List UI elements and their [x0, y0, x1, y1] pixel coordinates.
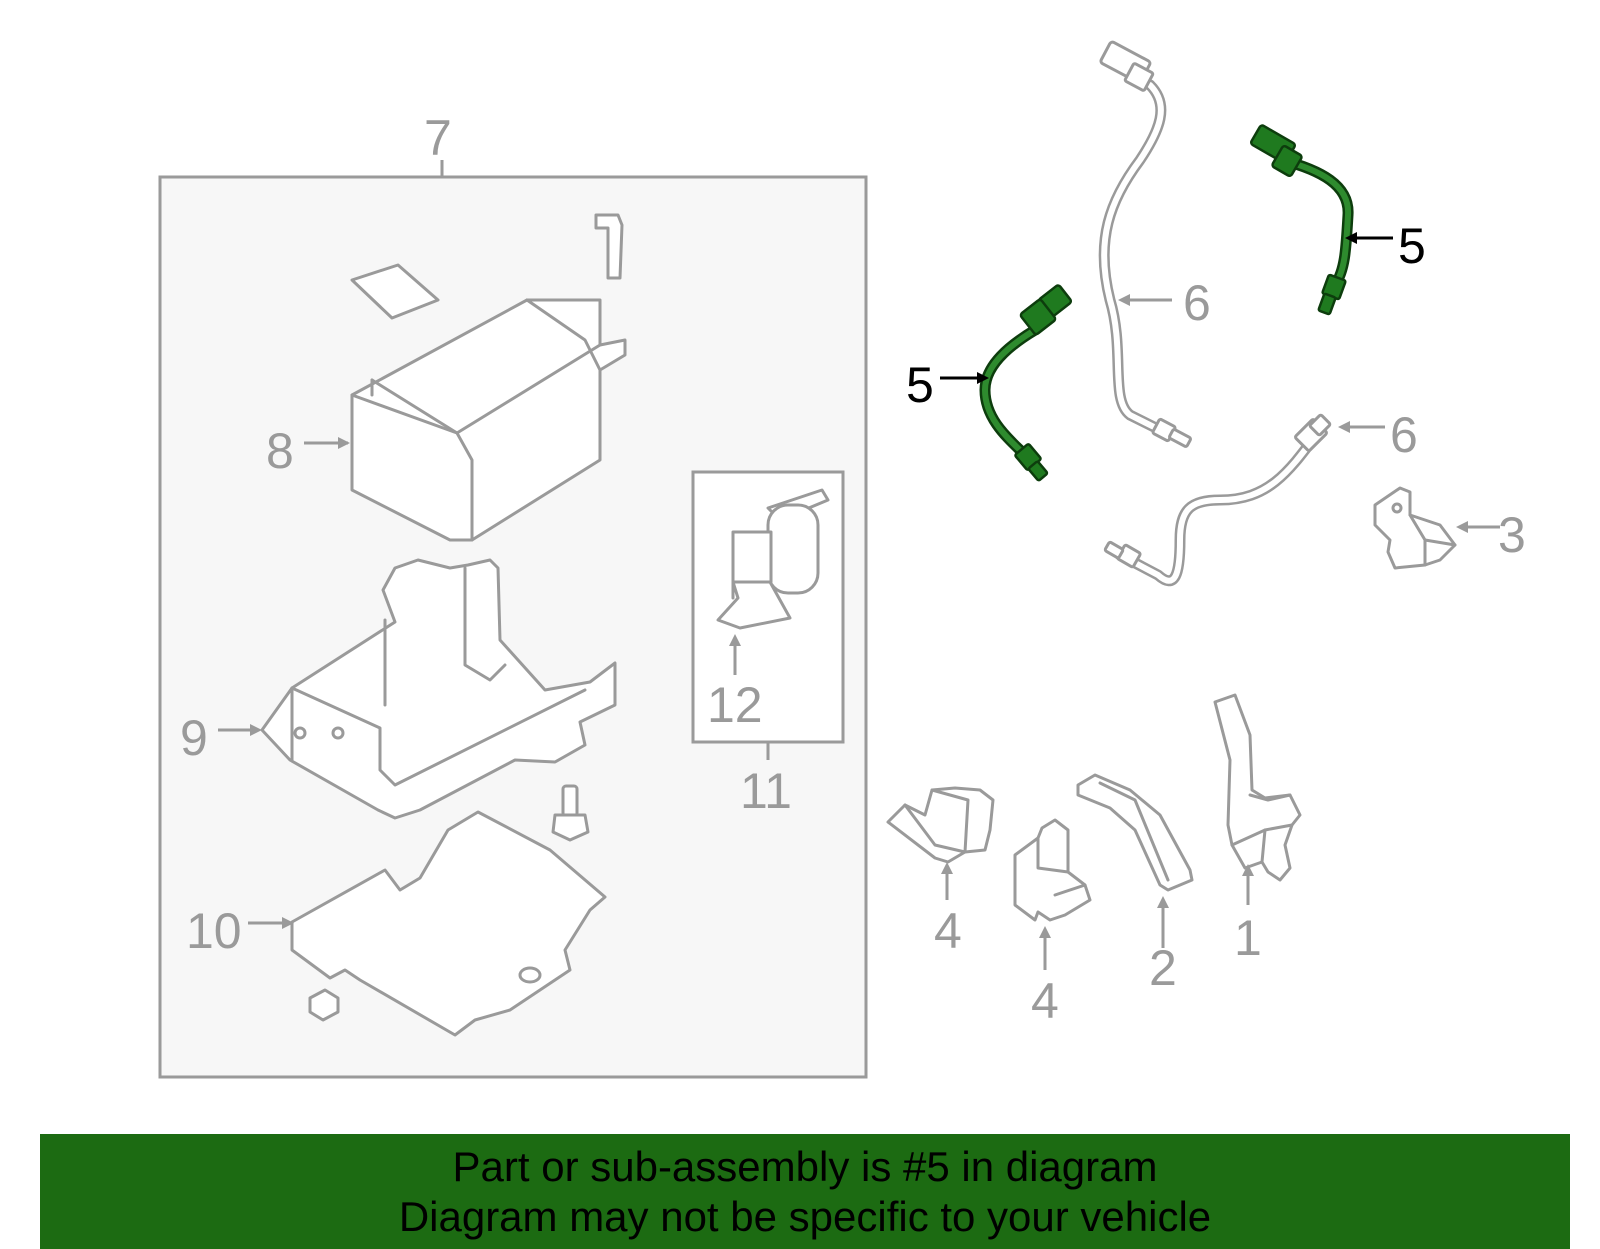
part-2-bracket: [1076, 773, 1194, 892]
part-8-canister: [350, 213, 627, 542]
callout-9: 9: [180, 710, 208, 766]
part-1-bracket: [1213, 693, 1302, 882]
part-5-sensor-right: [1250, 124, 1354, 316]
callout-11: 11: [740, 763, 792, 819]
part-6-sensor-upper: [1098, 40, 1192, 448]
callout-2: 2: [1149, 940, 1177, 996]
part-10-shield: [290, 810, 607, 1037]
callout-3: 3: [1498, 507, 1526, 563]
part-4-bracket-right: [1013, 818, 1092, 922]
callout-1: 1: [1234, 910, 1262, 966]
part-5-sensor-left: [979, 284, 1073, 482]
banner-line-1: Part or sub-assembly is #5 in diagram: [452, 1142, 1158, 1190]
part-6-sensor-lower: [1103, 413, 1332, 587]
callout-10: 10: [186, 903, 242, 959]
callout-4a: 4: [934, 903, 962, 959]
part-12-valve: [716, 488, 830, 630]
callout-5b: 5: [906, 357, 934, 413]
part-4-shield-left: [886, 786, 995, 864]
banner-line-2: Diagram may not be specific to your vehi…: [398, 1192, 1212, 1240]
part-9-bracket: [260, 558, 617, 820]
info-banner: Part or sub-assembly is #5 in diagram Di…: [40, 1134, 1570, 1249]
callout-4b: 4: [1031, 973, 1059, 1029]
callout-6a: 6: [1183, 275, 1211, 331]
callout-6b: 6: [1390, 407, 1418, 463]
callout-7: 7: [424, 110, 452, 166]
callout-12: 12: [707, 677, 763, 733]
nut-icon: [308, 988, 340, 1022]
part-3-bracket: [1373, 486, 1457, 570]
callout-8: 8: [266, 423, 294, 479]
bolt-icon: [551, 784, 590, 842]
callout-5a: 5: [1398, 218, 1426, 274]
